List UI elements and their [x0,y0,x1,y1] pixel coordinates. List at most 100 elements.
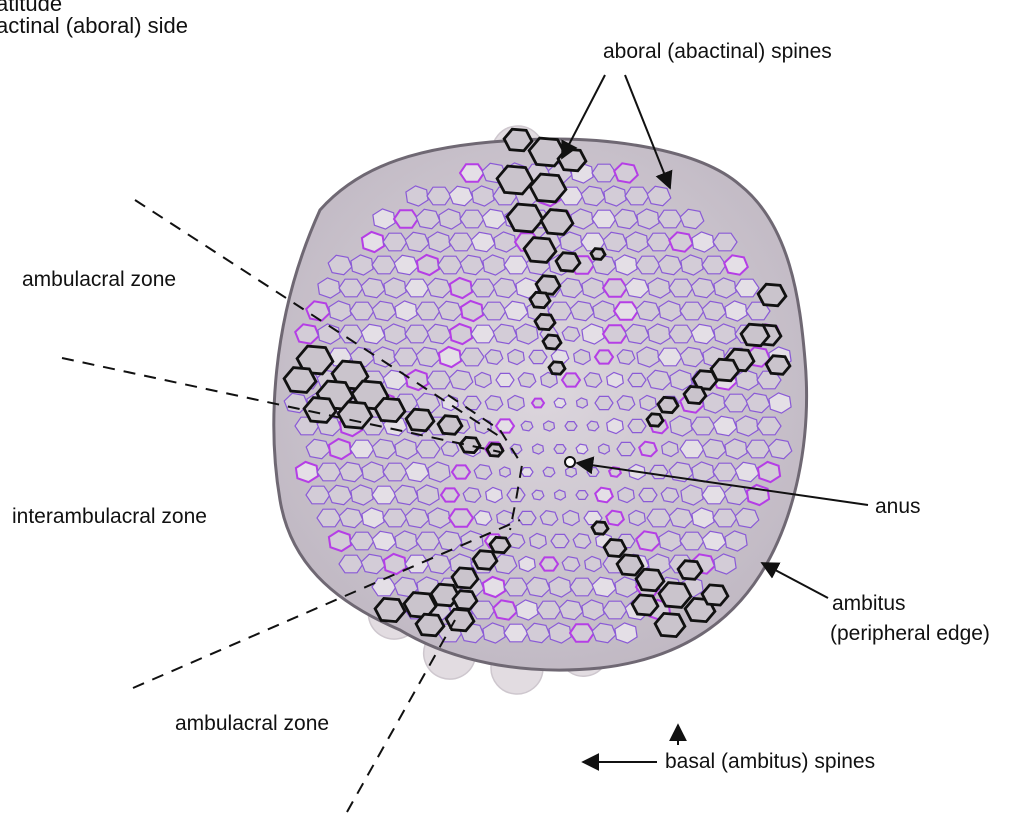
test-plate [405,325,429,343]
highlighted-plate [416,614,444,636]
test-plate [617,442,635,455]
test-plate [544,421,555,431]
ambitus-arrow [762,563,828,598]
highlighted-plate [452,568,478,588]
highlighted-plate [658,397,678,412]
test-plate [713,233,737,251]
highlighted-plate [541,210,573,235]
anus-opening [565,457,575,467]
test-plate [483,577,505,597]
test-plate [394,348,418,366]
test-plate [758,462,780,482]
test-plate [441,488,459,501]
test-plate [460,210,484,228]
highlighted-plate [535,314,555,329]
test-plate [554,445,566,454]
highlighted-plate [375,398,405,421]
test-plate [417,255,439,275]
test-plate [636,531,660,550]
test-plate [416,440,440,458]
test-plate [625,187,649,205]
test-plate [372,256,396,274]
test-plate [606,511,624,526]
test-plate [405,279,429,297]
title-line-2: actinal (aboral) side [0,14,188,38]
test-plate [460,164,484,182]
test-plate [757,417,781,435]
test-plate [317,509,341,527]
highlighted-plate [490,537,510,552]
test-plate [296,462,318,482]
highlighted-plate [758,284,786,306]
test-plate [460,348,484,366]
test-plate [504,256,528,274]
test-plate [533,444,544,454]
highlighted-plate [284,368,316,393]
highlighted-plate [632,595,658,615]
highlighted-plate [438,416,462,435]
test-plate [636,256,660,274]
test-plate [521,468,533,477]
test-plate [471,325,495,343]
test-plate [724,394,748,412]
test-plate [532,490,544,500]
test-plate [543,467,555,477]
test-plate [599,444,610,454]
test-plate [658,348,682,366]
test-plate [614,302,638,320]
test-plate [555,490,566,500]
test-plate [372,486,396,504]
highlighted-plate [375,598,405,621]
test-plate [713,509,737,527]
test-plate [595,396,613,409]
test-plate [493,600,517,619]
test-plate [339,555,363,573]
test-plate [603,279,627,297]
label-ambitus-line-1: ambitus [832,592,906,616]
highlighted-plate [406,409,434,431]
test-plate [628,373,646,386]
test-plate [639,442,657,457]
test-plate [450,278,472,298]
test-plate [427,371,451,389]
highlighted-plate [530,174,566,202]
test-plate [702,256,726,274]
highlighted-plate [504,129,532,151]
label-aboral-spines: aboral (abactinal) spines [603,40,832,64]
test-plate [577,398,588,408]
test-plate [350,532,374,550]
test-plate [504,578,528,596]
highlighted-plate [556,253,580,272]
test-plate [383,463,407,481]
highlighted-plate [473,551,497,570]
test-plate [639,488,657,501]
test-plate [350,302,374,320]
test-plate [603,325,627,343]
test-plate [317,463,341,481]
test-plate [416,302,440,320]
test-plate [452,465,470,478]
test-plate [566,467,577,477]
test-plate [669,279,693,297]
highlighted-plate [592,522,608,534]
highlighted-plate [702,585,728,605]
test-plate [562,373,580,386]
label-ambitus-line-2: (peripheral edge) [830,622,990,646]
test-plate [529,350,547,363]
highlighted-plate [530,292,550,307]
test-plate [735,279,759,297]
test-plate [595,488,613,503]
test-plate [702,486,726,504]
highlighted-plate [604,540,626,557]
test-plate [592,164,616,182]
highlighted-plate [453,591,477,610]
test-plate [471,279,495,297]
test-plate [496,419,514,432]
highlighted-plate [647,414,663,426]
highlighted-plate [558,149,586,171]
test-plate [669,232,693,251]
test-plate [461,301,483,321]
test-plate [438,256,462,274]
